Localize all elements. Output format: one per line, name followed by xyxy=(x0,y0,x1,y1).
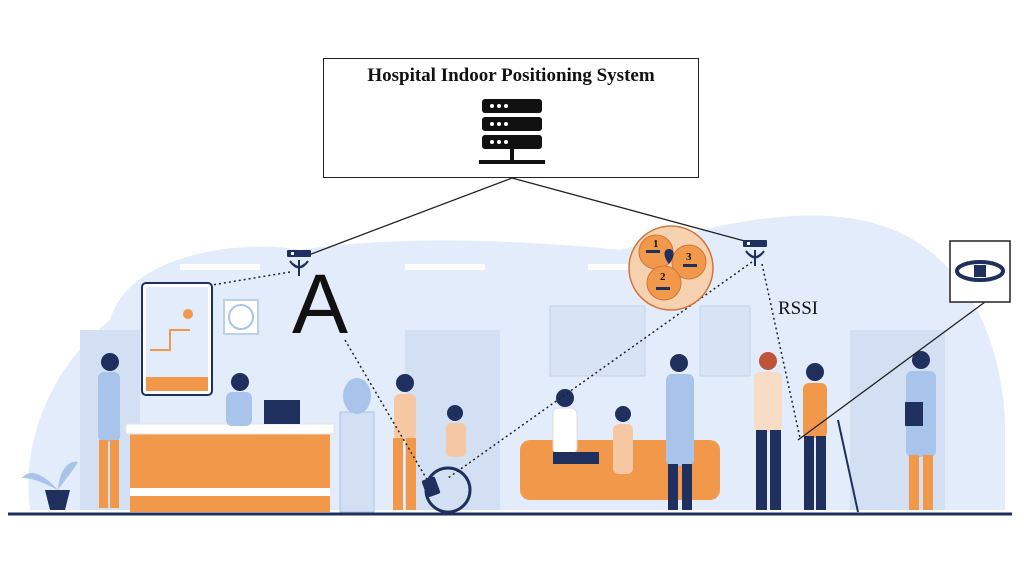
ceiling-light xyxy=(180,264,260,270)
wristband-tag-icon xyxy=(949,240,1011,303)
water-cooler xyxy=(339,411,375,513)
link-server-left xyxy=(305,177,513,257)
zone-label-1: 1 xyxy=(653,238,659,250)
wall-poster xyxy=(549,305,646,377)
monitor xyxy=(264,400,300,424)
system-title: Hospital Indoor Positioning System xyxy=(367,65,655,86)
wireless-beacon-icon xyxy=(743,240,767,266)
anchor-label: A xyxy=(292,257,349,351)
person-seated-woman xyxy=(552,389,599,464)
plant xyxy=(22,461,78,510)
signal-left-to-map xyxy=(211,271,291,286)
person-elderly-woman xyxy=(803,363,859,513)
zone-cluster: 1 3 2 xyxy=(628,225,714,311)
person-receptionist-standing xyxy=(98,353,120,508)
person-doctor-clipboard xyxy=(905,351,936,510)
server-rack-icon xyxy=(479,99,545,164)
rssi-label: RSSI xyxy=(778,298,819,319)
zone-label-2: 2 xyxy=(660,271,666,283)
signal-right-to-tag xyxy=(447,261,753,479)
location-pin-icon xyxy=(664,249,674,264)
person-doctor xyxy=(666,354,694,510)
map-tablet-icon xyxy=(141,282,213,396)
wall-poster xyxy=(699,305,751,377)
reception-desk xyxy=(130,428,330,512)
ceiling-light xyxy=(588,264,648,270)
wireless-beacon-icon xyxy=(287,250,311,276)
person-man xyxy=(754,352,782,510)
signal-left-to-tag xyxy=(344,339,433,489)
system-box: Hospital Indoor Positioning System xyxy=(323,58,699,178)
desk-stripe xyxy=(130,488,330,496)
zone-label-3: 3 xyxy=(686,251,692,263)
person-nurse-pushing xyxy=(393,374,416,510)
link-wristband xyxy=(797,301,986,441)
person-child xyxy=(613,406,633,474)
tag-icon xyxy=(421,476,441,498)
person-wheelchair xyxy=(424,405,472,514)
person-receptionist-seated xyxy=(226,373,252,426)
link-server-right xyxy=(511,177,753,244)
ceiling-light xyxy=(405,264,485,270)
